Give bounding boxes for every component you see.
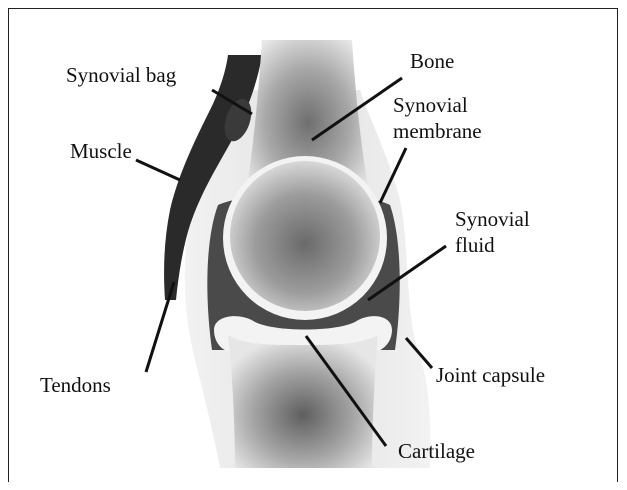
cartilage-label: Cartilage [398, 439, 475, 463]
tendons-label: Tendons [40, 373, 111, 397]
bone-label: Bone [410, 49, 454, 73]
synovial-membrane-label-line1: Synovial [393, 93, 468, 117]
joint-capsule-label: Joint capsule [436, 363, 545, 387]
synovial-bag-label: Synovial bag [66, 63, 177, 87]
tendons-leader [146, 282, 174, 372]
muscle-leader [136, 160, 180, 180]
lower-bone-shape [228, 335, 378, 468]
synovial-fluid-label-line1: Synovial [455, 207, 530, 231]
upper-bone-head [230, 161, 380, 311]
synovial-fluid-label-line2: fluid [455, 233, 495, 257]
muscle-label: Muscle [70, 139, 132, 163]
synovial-membrane-label-line2: membrane [393, 119, 482, 143]
